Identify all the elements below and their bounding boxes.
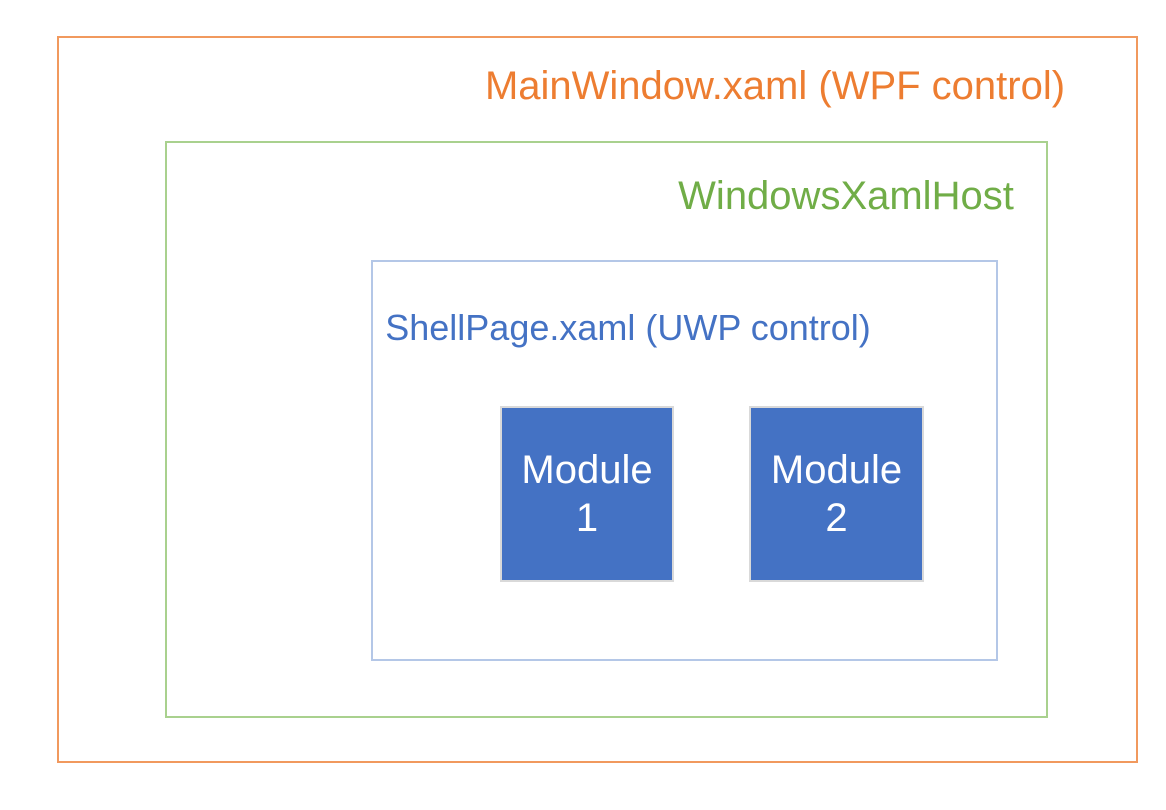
windowsxamlhost-box — [165, 141, 1048, 718]
mainwindow-wpf-label: MainWindow.xaml (WPF control) — [484, 64, 1066, 108]
module-2-label-line1: Module — [770, 448, 903, 492]
windowsxamlhost-label: WindowsXamlHost — [678, 174, 1014, 218]
module-2-label-line2: 2 — [825, 496, 848, 540]
shellpage-uwp-box — [371, 260, 998, 661]
module-1-box: Module 1 — [500, 406, 674, 582]
module-1-label-line2: 1 — [575, 496, 599, 540]
shellpage-uwp-label: ShellPage.xaml (UWP control) — [385, 307, 871, 348]
module-1-label-line1: Module — [521, 448, 653, 492]
module-2-box: Module 2 — [749, 406, 924, 582]
mainwindow-wpf-box — [57, 36, 1138, 763]
